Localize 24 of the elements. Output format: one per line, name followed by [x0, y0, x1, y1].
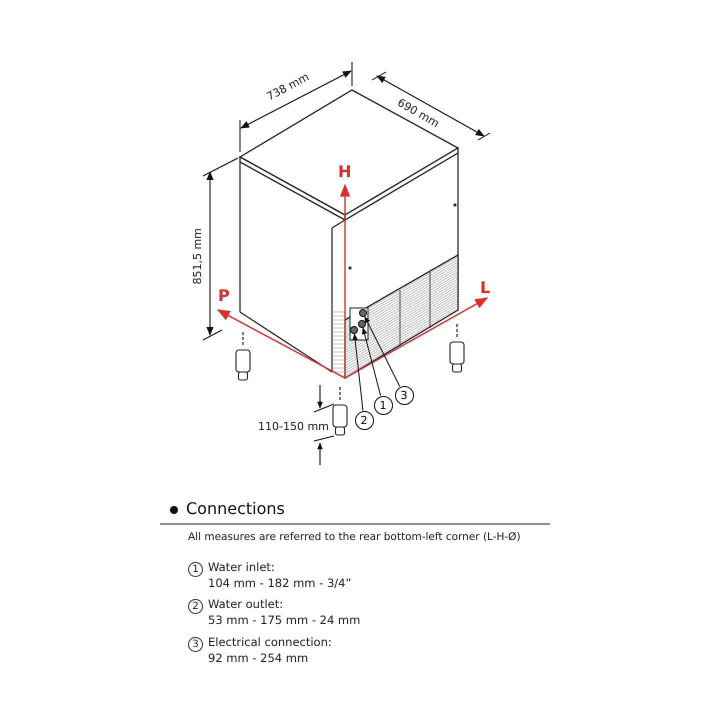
- item-title: Water outlet:: [208, 598, 284, 612]
- item-title: Water inlet:: [208, 561, 275, 574]
- dimension-label: 738 mm: [265, 71, 312, 104]
- note-text: All measures are referred to the rear bottom-left corner (L-H-Ø): [188, 531, 521, 544]
- item-value: 92 mm - 254 mm: [208, 652, 308, 666]
- callout-number: 1: [188, 562, 203, 577]
- callout-number: 2: [354, 410, 374, 430]
- leader-line: [352, 333, 364, 412]
- section-heading: Connections: [186, 500, 285, 518]
- callout-number: 2: [188, 599, 203, 614]
- item-value: 104 mm - 182 mm - 3/4”: [208, 577, 352, 590]
- dimension-label: 690 mm: [394, 96, 441, 131]
- axis-label: L: [480, 279, 490, 298]
- callout-number: 3: [188, 637, 203, 652]
- callout-number: 3: [394, 386, 414, 404]
- leader-line: [364, 316, 400, 387]
- leader-line: [362, 327, 382, 396]
- axis-label: H: [338, 163, 352, 182]
- axis-label: P: [218, 287, 230, 306]
- item-title: Electrical connection:: [208, 636, 332, 650]
- item-value: 53 mm - 175 mm - 24 mm: [208, 614, 360, 628]
- dimension-label: 851,5 mm: [192, 228, 205, 285]
- callout-number: 1: [374, 396, 392, 414]
- dimension-label: 110-150 mm: [258, 421, 329, 434]
